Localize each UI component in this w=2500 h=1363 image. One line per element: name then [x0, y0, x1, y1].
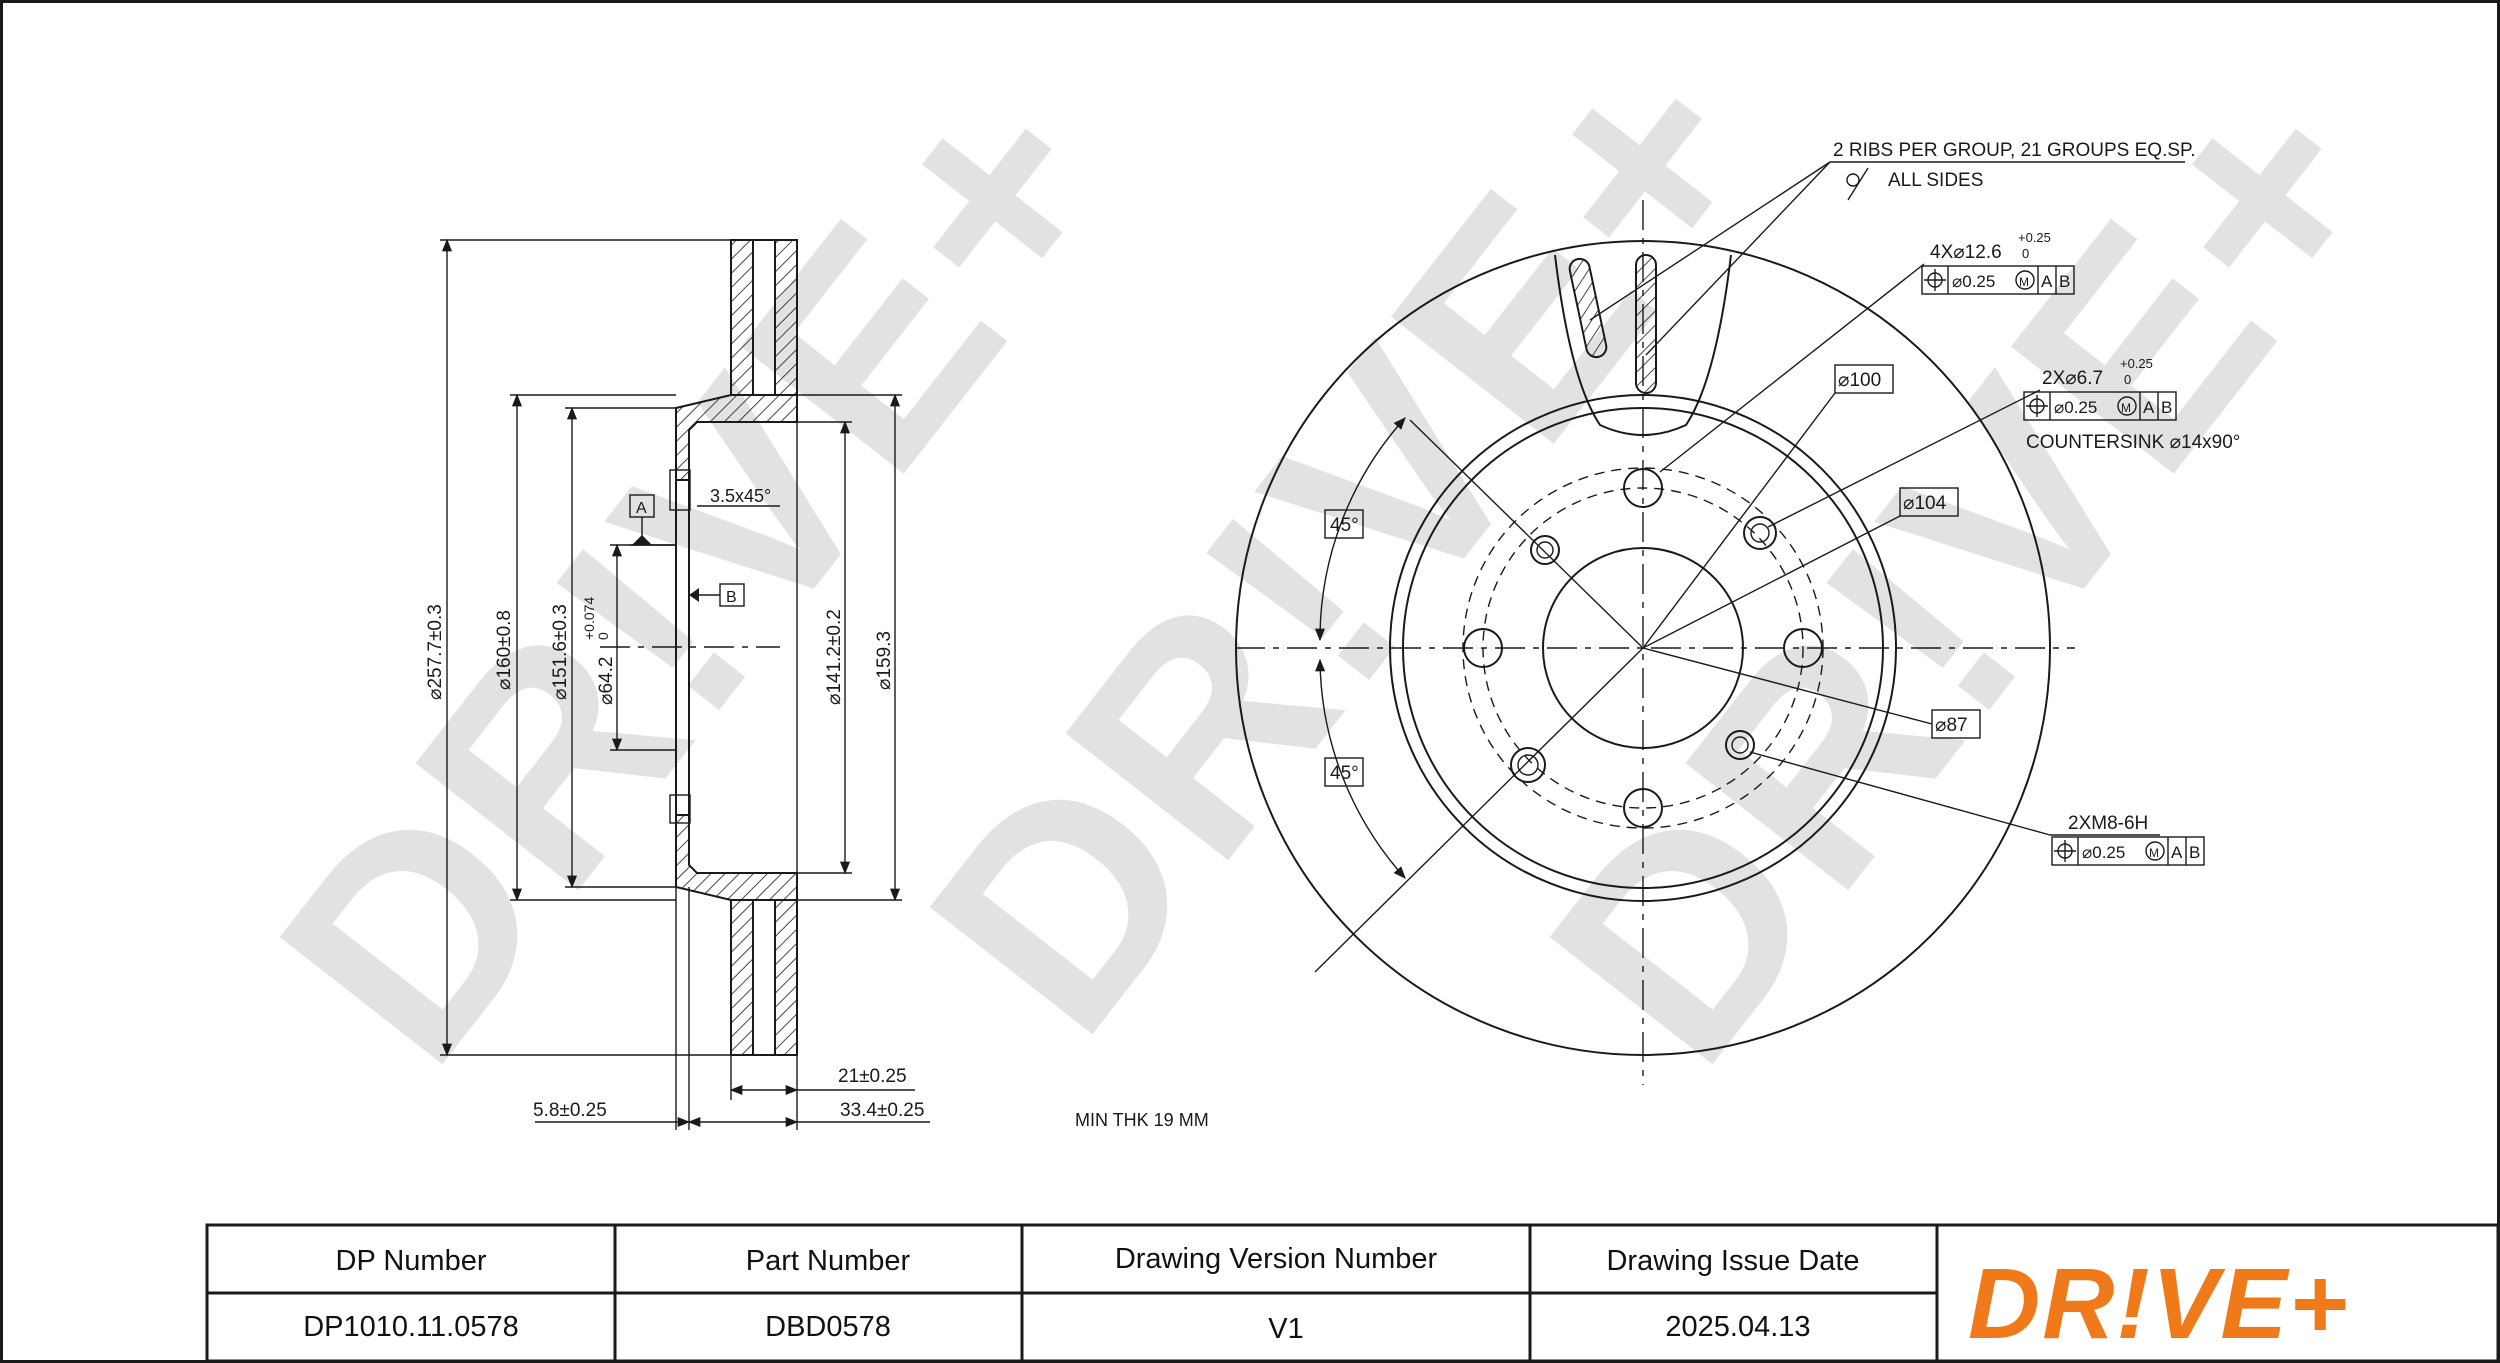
- dim-160: ⌀160±0.8: [494, 610, 515, 690]
- fcf-thread-a: A: [2171, 843, 2183, 862]
- section-flange-bottom-right: [774, 899, 798, 1056]
- dim-offset: 5.8±0.25: [533, 1100, 607, 1121]
- thread-hole-bottom: [1725, 730, 1755, 760]
- center-bore: [1542, 547, 1744, 749]
- dim-bore-tol-lo: 0: [595, 632, 611, 640]
- value-issue-date: 2025.04.13: [1665, 1311, 1810, 1343]
- holes4-label: 4X⌀12.6: [1930, 242, 2002, 263]
- datum-a-label: A: [636, 500, 647, 517]
- pcd87-label: ⌀87: [1935, 715, 1968, 736]
- hub-section-top: [675, 394, 798, 481]
- fcf-thread-tol: ⌀0.25: [2082, 843, 2125, 862]
- disc-inner-edge: [1389, 394, 1897, 902]
- all-around-symbol: [1846, 173, 1860, 187]
- value-dp-number: DP1010.11.0578: [303, 1311, 519, 1343]
- bolt-hole-top: [1623, 468, 1663, 508]
- header-version: Drawing Version Number: [1115, 1243, 1438, 1275]
- ribs-note: 2 RIBS PER GROUP, 21 GROUPS EQ.SP.: [1833, 140, 2196, 161]
- thread-hole-top: [1743, 516, 1777, 550]
- fcf-holes2-b: B: [2161, 398, 2172, 417]
- pcd100-label: ⌀100: [1838, 370, 1881, 391]
- dim-outer-diameter: ⌀257.7±0.3: [425, 604, 446, 700]
- fcf-holes4-a: A: [2041, 272, 2053, 291]
- bolt-hole-left: [1463, 628, 1503, 668]
- holes4-tol-up: +0.25: [2018, 230, 2051, 245]
- csk-hole-top: [1530, 535, 1560, 565]
- header-dp-number: DP Number: [336, 1245, 487, 1277]
- watermark-group: DR!VE+ DR!VE+ DR!VE+: [216, 0, 2448, 1119]
- holes2-tol-up: +0.25: [2120, 356, 2153, 371]
- holes2-label: 2X⌀6.7: [2042, 368, 2103, 389]
- front-view: 45° 45° 2 RIBS PER GROUP, 21 GROUPS EQ.S…: [1235, 140, 2240, 1085]
- value-part-number: DBD0578: [765, 1311, 891, 1343]
- dim-bore-tol-up: +0.074: [581, 597, 597, 640]
- vent-rib-2: [1635, 254, 1657, 394]
- fcf-thread-b: B: [2189, 843, 2200, 862]
- holes2-tol-lo: 0: [2124, 372, 2131, 387]
- hub-hole-bottom: [669, 794, 691, 824]
- section-flange-bottom-left: [730, 899, 754, 1056]
- title-block: DP Number Part Number Drawing Version Nu…: [205, 1223, 2500, 1363]
- dim-bore: ⌀64.2: [596, 657, 617, 705]
- fcf-holes2-mod: M: [2121, 401, 2131, 415]
- chamfer-note: 3.5x45°: [710, 486, 771, 506]
- dim-height: 33.4±0.25: [840, 1100, 924, 1121]
- fcf-thread-mod: M: [2149, 846, 2159, 860]
- fcf-holes4-tol: ⌀0.25: [1952, 272, 1995, 291]
- hat-outer-edge: [1402, 407, 1884, 889]
- all-sides-note: ALL SIDES: [1888, 170, 1983, 191]
- fcf-holes2-a: A: [2143, 398, 2155, 417]
- holes4-tol-lo: 0: [2022, 246, 2029, 261]
- vent-detail-outline: [1554, 254, 1732, 436]
- section-flange-top-right: [774, 239, 798, 396]
- fcf-holes4-b: B: [2059, 272, 2070, 291]
- bolt-hole-right: [1783, 628, 1823, 668]
- side-section-view: ⌀257.7±0.3 ⌀160±0.8 ⌀151.6±0.3 ⌀64.2 +0.…: [425, 238, 1209, 1130]
- fcf-holes2-tol: ⌀0.25: [2054, 398, 2097, 417]
- min-thickness-note: MIN THK 19 MM: [1075, 1110, 1209, 1130]
- value-version: V1: [1268, 1313, 1303, 1345]
- pcd104-label: ⌀104: [1903, 493, 1947, 514]
- brand-logo: DR!VE+: [1968, 1248, 2350, 1360]
- angle-top: 45°: [1330, 515, 1359, 536]
- angle-bottom: 45°: [1330, 763, 1359, 784]
- pcd-100-circle: [1482, 487, 1804, 809]
- header-issue-date: Drawing Issue Date: [1606, 1245, 1859, 1277]
- csk-hole-bottom: [1510, 747, 1546, 783]
- disc-outer-edge: [1235, 240, 2051, 1056]
- fcf-holes4-mod: M: [2019, 275, 2029, 289]
- dim-151: ⌀151.6±0.3: [550, 604, 571, 700]
- section-flange-top-left: [730, 239, 754, 396]
- fcf-holes2: ⌀0.25 M A B: [2023, 391, 2177, 421]
- hub-hole-top: [669, 469, 691, 511]
- fcf-thread: ⌀0.25 M A B: [2051, 836, 2205, 866]
- header-part-number: Part Number: [746, 1245, 911, 1277]
- dim-thickness: 21±0.25: [838, 1066, 907, 1087]
- fcf-holes4: ⌀0.25 M A B: [1921, 265, 2075, 295]
- countersink-note: COUNTERSINK ⌀14x90°: [2026, 432, 2240, 453]
- vent-rib-1: [1568, 257, 1608, 359]
- datum-b-label: B: [726, 589, 737, 606]
- dim-159: ⌀159.3: [874, 631, 895, 690]
- dim-141: ⌀141.2±0.2: [824, 609, 845, 705]
- thread-label: 2XM8-6H: [2068, 813, 2148, 834]
- bolt-hole-bottom: [1623, 788, 1663, 828]
